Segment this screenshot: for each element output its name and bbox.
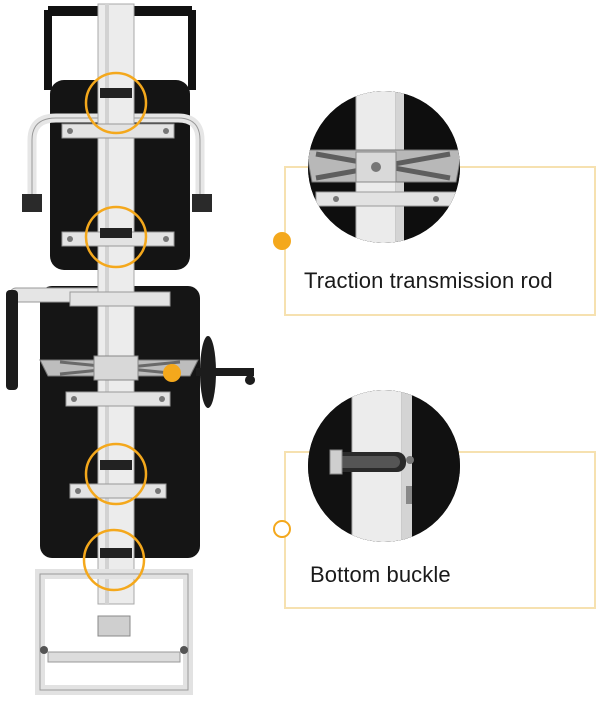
bottom-buckle-label: Bottom buckle — [310, 562, 451, 587]
chair-frame — [6, 3, 255, 695]
highlight-rings — [82, 71, 148, 592]
pointer-dot — [163, 364, 181, 382]
highlight-ring — [84, 205, 148, 269]
traction-rod-label: Traction transmission rod — [304, 268, 553, 293]
callout-dot-hollow — [273, 520, 291, 538]
zoom-buckle-detail — [308, 390, 460, 542]
zoom-traction-detail — [308, 91, 460, 243]
highlight-ring — [82, 528, 146, 592]
highlight-ring — [84, 71, 148, 135]
callout-dot-filled — [273, 232, 291, 250]
highlight-ring — [84, 442, 148, 506]
